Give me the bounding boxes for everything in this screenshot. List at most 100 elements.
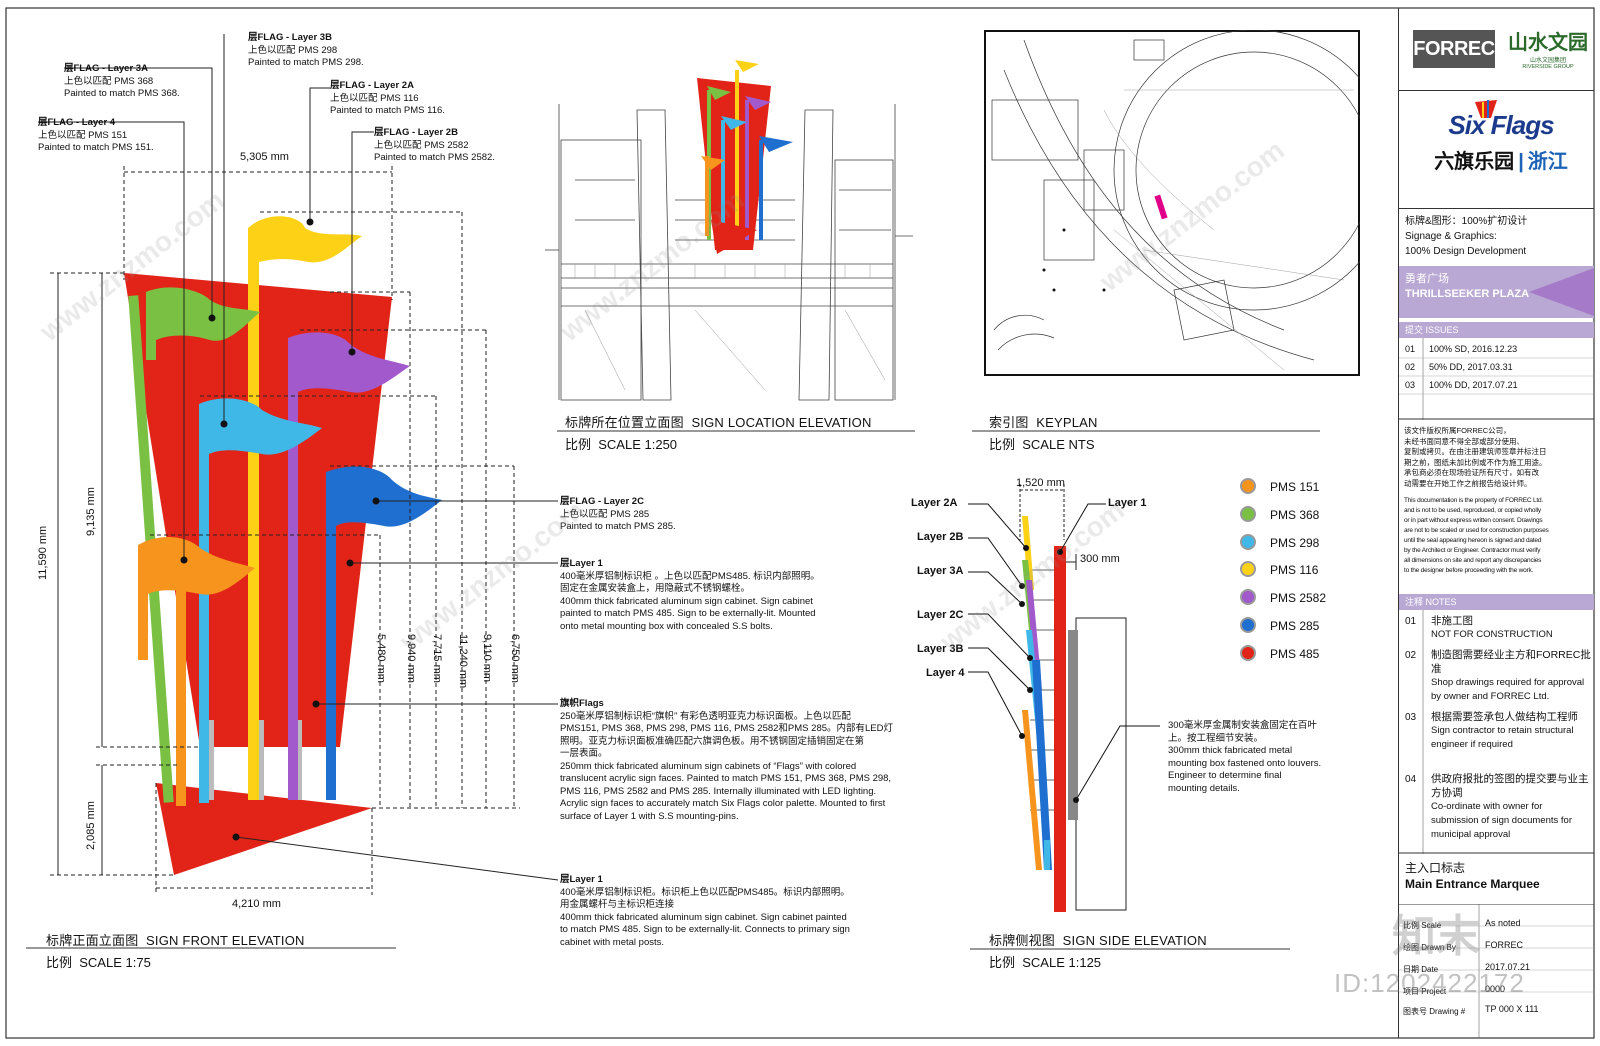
location-elevation-title: 标牌所在位置立面图 SIGN LOCATION ELEVATION [565, 415, 872, 430]
legend-swatch [1240, 506, 1256, 522]
callout-layer1-upper: 层Layer 1 400毫米厚铝制标识柜 。上色以匹配PMS485. 标识内部照… [560, 558, 820, 632]
side-leaders [968, 503, 1160, 803]
legend-item: PMS 2582 [1240, 589, 1326, 605]
drawing-title: 主入口标志 Main Entrance Marquee [1405, 861, 1540, 891]
watermark-id: ID:1202422172 [1334, 968, 1525, 998]
dim-d1: 5,480 mm [375, 634, 387, 683]
side-title-rule [970, 948, 1290, 950]
pole-yellow [248, 230, 259, 800]
side-elevation-scale: 比例 SCALE 1:125 [989, 955, 1102, 970]
keyplan-scale: 比例 SCALE NTS [989, 437, 1095, 452]
pole-purple [288, 340, 298, 800]
phase-text: 标牌&图形：100%扩初设计 Signage & Graphics: 100% … [1405, 216, 1528, 257]
side-dim-width: 1,520 mm [1016, 477, 1065, 489]
note-number: 01 [1405, 616, 1417, 627]
issues-band: 提交 ISSUES [1399, 322, 1594, 338]
watermark-brand: 知末 [1392, 912, 1480, 961]
side-label-layer-2a: Layer 2A [911, 497, 958, 509]
date-label: 日期 Date [1403, 965, 1439, 974]
area-banner [1399, 266, 1594, 318]
side-label-layer-2b: Layer 2B [917, 531, 964, 543]
location-elevation-scale: 比例 SCALE 1:250 [565, 437, 678, 452]
notes-band: 注释 NOTES [1399, 594, 1594, 610]
pole-navy [326, 475, 336, 800]
scale-label: 比例 Scale [1403, 921, 1442, 930]
project-label: 项目 Project [1403, 987, 1447, 996]
note-number: 02 [1405, 650, 1417, 661]
keyplan-title-rule [972, 430, 1320, 432]
flag-purple [288, 332, 410, 420]
side-dim-offset: 300 mm [1080, 553, 1120, 565]
note-number: 04 [1405, 774, 1417, 785]
flag-skyblue [199, 398, 322, 470]
dim-upper-height: 9,135 mm [85, 487, 97, 536]
notes-grid [1399, 610, 1594, 854]
dim-d2: 9,940 mm [405, 634, 417, 683]
info-grid [1399, 904, 1594, 1038]
keyplan-title: 索引图 KEYPLAN [989, 415, 1098, 430]
legend-item: PMS 285 [1240, 617, 1319, 633]
scale-value: As noted [1485, 918, 1521, 928]
keyplan-map [984, 30, 1360, 376]
client-logo: 山水文园 山水文园集团 RIVERSIDE GROUP [1508, 32, 1588, 70]
date-value: 2017.07.21 [1485, 962, 1531, 972]
legend-swatch [1240, 617, 1256, 633]
dim-d5: 9,110 mm [481, 634, 493, 683]
legend-item: PMS 298 [1240, 534, 1319, 550]
project-value: 0000 [1485, 984, 1506, 994]
flag-yellow [248, 216, 362, 300]
flag-green [146, 287, 260, 360]
legend-item: PMS 151 [1240, 478, 1319, 494]
side-elevation-title: 标牌侧视图 SIGN SIDE ELEVATION [989, 933, 1207, 948]
drawing-number-value: TP 000 X 111 [1485, 1004, 1539, 1014]
side-mounting-note: 300毫米厚金属制安装盒固定在百叶 上。按工程细节安装。 300mm thick… [1168, 720, 1322, 794]
dim-d3: 7,715 mm [431, 634, 443, 683]
forrec-logo: FORREC [1413, 30, 1495, 68]
copyright-en: This documentation is the property of FO… [1404, 497, 1549, 574]
dim-d6: 6,750 mm [509, 634, 521, 683]
logo-section: FORREC 山水文园 山水文园集团 RIVERSIDE GROUP [1399, 8, 1594, 91]
legend-item: PMS 116 [1240, 561, 1318, 577]
dim-total-height: 11,590 mm [37, 525, 49, 580]
drawing-number-label: 图表号 Drawing # [1403, 1007, 1466, 1016]
dim-top-width: 5,305 mm [240, 151, 289, 163]
legend-swatch [1240, 478, 1256, 494]
sixflags-flag-icon [1475, 100, 1497, 118]
side-label-layer-3a: Layer 3A [917, 565, 964, 577]
pole-blue [199, 405, 209, 803]
side-label-layer-1: Layer 1 [1108, 497, 1147, 509]
legend-swatch [1240, 645, 1256, 661]
sixflags-logo: Six Flags 六旗乐园|浙江 [1434, 110, 1568, 173]
side-label-layer-3b: Layer 3B [917, 643, 964, 655]
issues-grid [1399, 338, 1594, 420]
title-block: FORREC 山水文园 山水文园集团 RIVERSIDE GROUP Six F… [1398, 8, 1594, 1038]
dim-bottom-width: 4,210 mm [232, 898, 281, 910]
location-title-rule [557, 430, 915, 432]
callout-flags: 旗帜Flags 250毫米厚铝制标识柜“旗帜” 有彩色透明亚克力标识面板。上色以… [560, 698, 893, 822]
flag-blue [326, 466, 442, 540]
layer1-lower-panel [156, 783, 372, 875]
flag-orange [138, 536, 255, 610]
side-label-layer-2c: Layer 2C [917, 609, 964, 621]
dim-lower-height: 2,085 mm [85, 801, 97, 850]
front-elevation-drawing [26, 34, 559, 949]
legend-swatch [1240, 561, 1256, 577]
front-elevation-title: 标牌正面立面图 SIGN FRONT ELEVATION [46, 933, 305, 948]
drawn-value: FORREC [1485, 940, 1523, 950]
note-number: 03 [1405, 712, 1417, 723]
location-elevation-drawing [545, 60, 913, 401]
callout-layer1-lower: 层Layer 1 400毫米厚铝制标识柜。标识柜上色以匹配PMS485。标识内部… [560, 874, 850, 948]
